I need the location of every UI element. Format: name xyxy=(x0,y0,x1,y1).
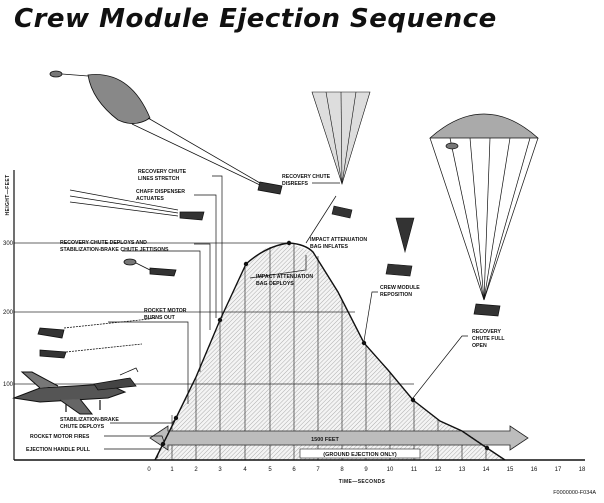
x-tick-label: 18 xyxy=(579,467,586,473)
crew-module-icon xyxy=(93,367,139,391)
x-tick-label: 4 xyxy=(243,467,247,473)
x-tick-labels: 0 1 2 3 4 5 6 7 8 9 10 11 12 13 14 15 16… xyxy=(147,467,586,473)
ground-ejection-band: 1500 FEET (GROUND EJECTION ONLY) xyxy=(149,425,529,459)
callout-brake-chute-deploys: STABILIZATION-BRAKE CHUTE DEPLOYS xyxy=(60,417,120,430)
callout-rocket-fires: ROCKET MOTOR FIRES xyxy=(30,434,90,440)
page-title: Crew Module Ejection Sequence xyxy=(14,4,497,34)
x-tick-label: 0 xyxy=(147,467,151,473)
callouts: RECOVERY CHUTE LINES STRETCH CHAFF DISPE… xyxy=(26,169,506,453)
x-tick-label: 8 xyxy=(340,467,344,473)
crew-module-icon xyxy=(123,258,177,277)
x-tick-label: 13 xyxy=(459,467,466,473)
x-tick-label: 7 xyxy=(316,467,320,473)
y-tick-labels: 100 200 300 xyxy=(3,241,14,388)
callout-chute-deploys: RECOVERY CHUTE DEPLOYS AND STABILIZATION… xyxy=(60,240,169,253)
figure-number: F0000000-F034A xyxy=(553,490,596,496)
y-tick-label: 200 xyxy=(3,310,14,316)
y-tick-label: 100 xyxy=(3,382,14,388)
x-tick-label: 9 xyxy=(364,467,368,473)
height-gridlines xyxy=(14,242,414,385)
y-axis-label: HEIGHT—FEET xyxy=(5,174,11,215)
trajectory-curve xyxy=(154,242,506,461)
band-ground-label: (GROUND EJECTION ONLY) xyxy=(323,452,397,458)
event-markers xyxy=(160,240,490,451)
x-tick-label: 12 xyxy=(435,467,442,473)
axes: HEIGHT—FEET TIME—SECONDS 100 200 300 0 1… xyxy=(3,170,586,485)
band-arrow xyxy=(149,425,529,451)
callout-chute-disreefs: RECOVERY CHUTE DISREEFS xyxy=(282,174,332,187)
callout-chute-full-open: RECOVERY CHUTE FULL OPEN xyxy=(472,329,506,349)
x-tick-label: 11 xyxy=(411,467,418,473)
recovery-chute-icon xyxy=(311,91,371,219)
callout-bag-inflates: IMPACT ATTENUATION BAG INFLATES xyxy=(310,237,369,250)
callout-handle-pull: EJECTION HANDLE PULL xyxy=(26,447,91,453)
recovery-chute-icon xyxy=(429,113,539,317)
aircraft-icon xyxy=(12,371,127,415)
recovery-chute-icon xyxy=(49,70,283,195)
trajectory xyxy=(154,240,506,461)
x-tick-label: 2 xyxy=(194,467,198,473)
x-tick-label: 1 xyxy=(170,467,174,473)
callout-bag-deploys: IMPACT ATTENUATION BAG DEPLOYS xyxy=(256,274,315,287)
x-tick-label: 10 xyxy=(387,467,394,473)
x-tick-label: 16 xyxy=(531,467,538,473)
x-tick-label: 6 xyxy=(292,467,296,473)
callout-module-reposition: CREW MODULE REPOSITION xyxy=(380,285,421,298)
x-tick-label: 17 xyxy=(555,467,562,473)
sequence-pictograms xyxy=(12,70,539,415)
crew-module-icon xyxy=(37,317,157,359)
recovery-chute-icon xyxy=(385,217,415,277)
callout-lines-stretch: RECOVERY CHUTE LINES STRETCH xyxy=(138,169,188,182)
callout-rocket-burns-out: ROCKET MOTOR BURNS OUT xyxy=(144,308,188,321)
x-tick-label: 15 xyxy=(507,467,514,473)
x-tick-label: 14 xyxy=(483,467,490,473)
x-tick-label: 3 xyxy=(218,467,222,473)
trajectory-fill xyxy=(155,243,505,460)
chaff-icon xyxy=(69,189,205,221)
band-distance-label: 1500 FEET xyxy=(311,437,339,443)
callout-chaff-dispenser: CHAFF DISPENSER ACTUATES xyxy=(136,189,186,202)
x-axis-label: TIME—SECONDS xyxy=(339,479,386,485)
callout-leaders xyxy=(104,175,468,459)
y-tick-label: 300 xyxy=(3,241,14,247)
x-tick-label: 5 xyxy=(268,467,272,473)
